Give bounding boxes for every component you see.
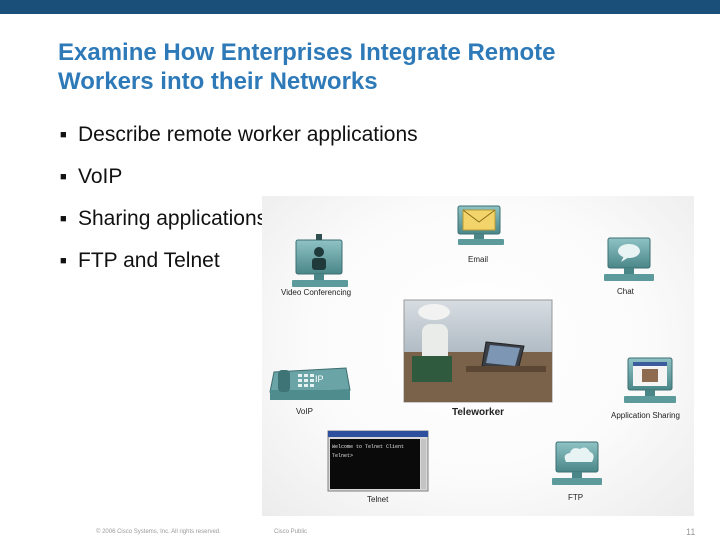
- bullet-text: Sharing applications: [78, 206, 267, 232]
- top-bar: [0, 0, 720, 14]
- diagram-graphics: [262, 196, 694, 516]
- chat-label: Chat: [617, 287, 634, 296]
- video-conferencing-icon: [292, 234, 348, 287]
- bullet-item: ■ Describe remote worker applications: [60, 114, 418, 156]
- email-label: Email: [468, 255, 488, 264]
- telnet-window-icon: [328, 431, 428, 491]
- application-sharing-label: Application Sharing: [611, 411, 680, 420]
- teleworker-label: Teleworker: [452, 407, 504, 418]
- ftp-label: FTP: [568, 493, 583, 502]
- classification-text: Cisco Public: [274, 529, 307, 535]
- remote-worker-diagram: Email Video Conferencing Chat IP VoIP Te…: [262, 196, 694, 516]
- chat-icon: [604, 238, 654, 281]
- copyright-text: © 2006 Cisco Systems, Inc. All rights re…: [96, 529, 221, 535]
- slide-title: Examine How Enterprises Integrate Remote…: [58, 38, 698, 96]
- slide-title-line-1: Examine How Enterprises Integrate Remote: [58, 38, 698, 67]
- bullet-text: VoIP: [78, 164, 122, 190]
- voip-label: VoIP: [296, 407, 313, 416]
- bullet-marker-icon: ■: [60, 122, 70, 148]
- video-conferencing-label: Video Conferencing: [281, 288, 351, 297]
- bullet-marker-icon: ■: [60, 164, 70, 190]
- telnet-label: Telnet: [367, 495, 388, 504]
- email-icon: [458, 206, 504, 245]
- teleworker-photo: [404, 300, 552, 402]
- page-number: 11: [686, 527, 695, 537]
- bullet-item: ■ VoIP: [60, 156, 418, 198]
- voip-phone-icon: [270, 368, 350, 400]
- phone-ip-badge: IP: [315, 374, 324, 384]
- bullet-text: FTP and Telnet: [78, 248, 220, 274]
- application-sharing-icon: [624, 358, 676, 403]
- bullet-marker-icon: ■: [60, 206, 70, 232]
- bullet-text: Describe remote worker applications: [78, 122, 418, 148]
- slide-title-line-2: Workers into their Networks: [58, 67, 698, 96]
- telnet-screen-line-2: Telnet>: [332, 453, 353, 459]
- telnet-screen-line-1: Welcome to Telnet Client: [332, 444, 404, 450]
- ftp-icon: [552, 442, 602, 485]
- bullet-marker-icon: ■: [60, 248, 70, 274]
